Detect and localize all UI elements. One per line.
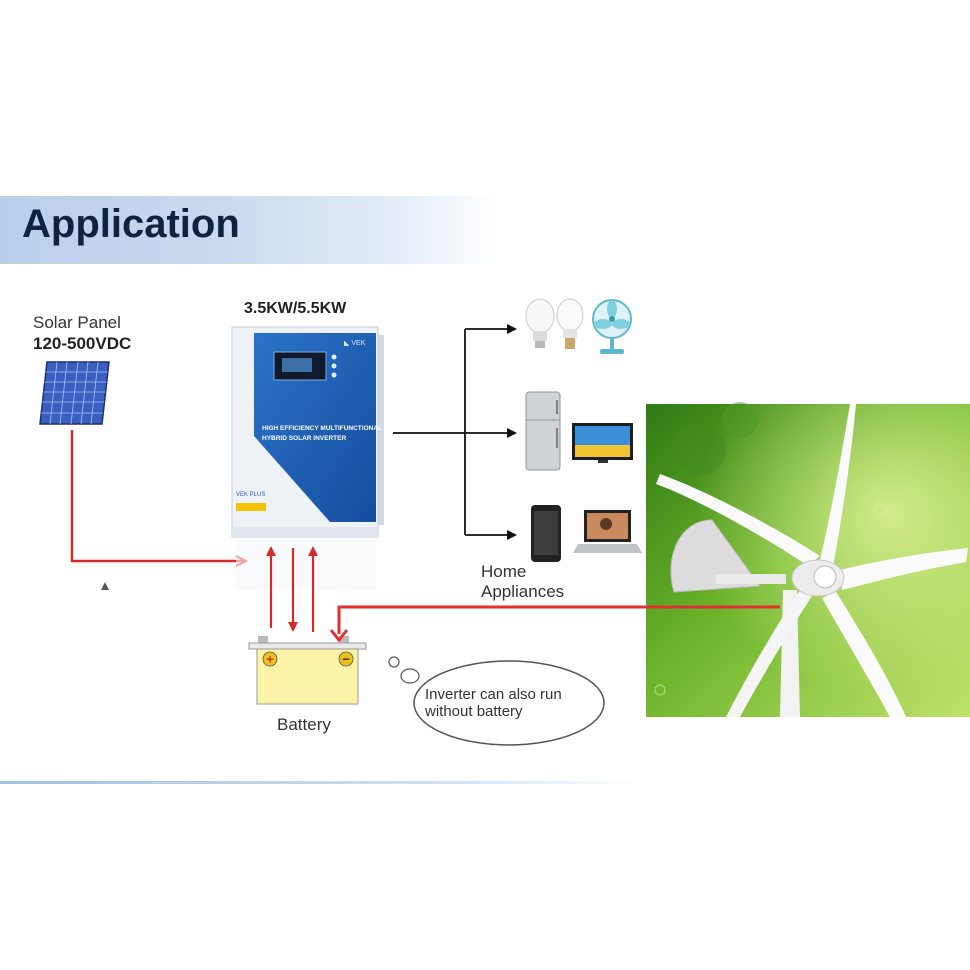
smartphone-icon	[531, 505, 561, 562]
battery-label: Battery	[277, 715, 331, 734]
fan-icon	[592, 299, 632, 354]
turbine-wire	[337, 605, 780, 634]
solar-panel-icon	[39, 361, 110, 425]
thought-bubble	[388, 656, 605, 746]
inverter-unit: ◣ VEK HIGH EFFICIENCY MULTIFUNCTIONAL HY…	[231, 326, 384, 590]
svg-text:−: −	[342, 652, 350, 667]
svg-text:VEK PLUS: VEK PLUS	[236, 492, 265, 498]
header-bar	[0, 196, 640, 264]
light-bulb-icon	[525, 298, 555, 348]
page-title: Application	[22, 202, 240, 246]
svg-text:HYBRID SOLAR INVERTER: HYBRID SOLAR INVERTER	[262, 435, 346, 442]
bubble-note-text: Inverter can also run without battery	[425, 686, 562, 720]
home-appliances-label: Home Appliances	[481, 562, 565, 601]
bottom-divider	[0, 781, 640, 784]
inverter-model-label: 3.5KW/5.5KW	[244, 300, 347, 317]
light-bulb-icon	[556, 298, 584, 349]
battery-icon: + −	[248, 636, 367, 705]
solar-wire	[70, 430, 246, 563]
small-mark-icon	[101, 582, 109, 590]
svg-text:HIGH EFFICIENCY MULTIFUNCTIONA: HIGH EFFICIENCY MULTIFUNCTIONAL	[262, 425, 382, 432]
refrigerator-icon	[525, 391, 561, 471]
solar-panel-label: Solar Panel	[33, 313, 121, 332]
svg-text:+: +	[266, 652, 274, 667]
svg-text:◣ VEK: ◣ VEK	[344, 340, 366, 347]
television-icon	[572, 423, 633, 463]
solar-panel-voltage: 120-500VDC	[33, 334, 132, 353]
wind-turbine-photo	[646, 402, 970, 717]
laptop-icon	[573, 510, 642, 553]
